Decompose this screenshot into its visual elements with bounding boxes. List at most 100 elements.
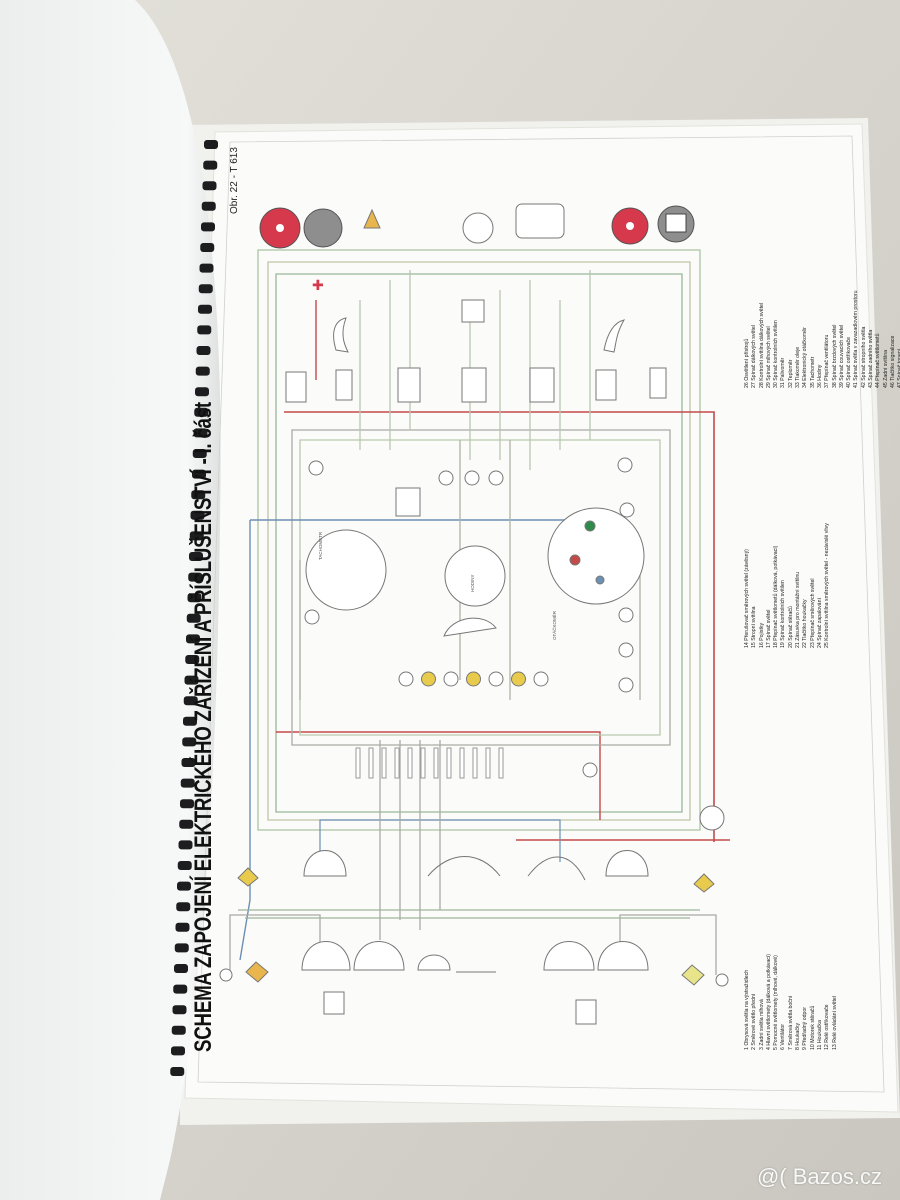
panel-switch xyxy=(488,671,504,687)
legend-item: 42 Spínač stropního světla xyxy=(860,326,867,388)
legend-item: 29 Spínač mlhových světel xyxy=(765,326,772,388)
label-tachometer: TACHOMETR xyxy=(318,531,323,560)
binding-ring xyxy=(198,284,213,294)
legend-item: 23 Přepínač směrových světel xyxy=(809,578,816,649)
gauges xyxy=(305,507,645,637)
legend-item: 3 Zadní světla mlhová xyxy=(758,999,765,1050)
clock-gauge xyxy=(444,545,506,607)
tachometer-gauge xyxy=(305,529,387,611)
wire-bundle-bottom xyxy=(379,740,441,940)
connector-pin xyxy=(433,747,439,779)
legend-item: 11 Houkačka xyxy=(816,1020,823,1050)
headlamp-3 xyxy=(543,941,595,971)
binding-ring xyxy=(186,613,201,623)
binding-ring xyxy=(186,634,200,644)
binding-ring xyxy=(192,469,206,479)
document-title: SCHEMA ZAPOJENÍ ELEKTRICKÉHO ZAŘÍZENÍ A … xyxy=(190,402,217,1053)
legend-item: 45 Zadní svítilna xyxy=(882,349,889,388)
horn-button-right xyxy=(715,973,729,987)
legend-item: 34 Elektronický otáčkoměr xyxy=(802,327,809,388)
binding-ring xyxy=(200,243,215,252)
binding-ring xyxy=(178,840,193,850)
switch-block xyxy=(395,487,421,517)
legend-item: 25 Kontrolní svítilna směrových světel -… xyxy=(824,523,831,648)
wire-harness xyxy=(229,249,730,975)
connector-pin xyxy=(459,747,465,779)
connector-pin xyxy=(394,747,400,779)
panel-switch xyxy=(466,671,481,687)
wiper-arc-1 xyxy=(427,856,501,877)
switch-row xyxy=(398,671,549,687)
small-gauge xyxy=(618,642,634,658)
wiper-arc-2 xyxy=(527,856,586,881)
legend-item: 10 Motorek stěračů xyxy=(809,1005,816,1050)
relay-2 xyxy=(335,369,353,401)
legend-item: 31 Palivoměr xyxy=(780,357,787,388)
legend-item: 30 Spínač kontrolních svítilen xyxy=(773,320,780,388)
relay-7 xyxy=(649,367,667,399)
horn-right-icon xyxy=(603,319,626,353)
binding-ring xyxy=(176,902,191,912)
relay-group xyxy=(285,299,667,517)
wire-loop-outer xyxy=(257,249,701,831)
relay-1 xyxy=(285,371,307,403)
legend-item: 6 Ventilátor xyxy=(780,1024,787,1050)
small-gauge xyxy=(582,762,598,778)
binding-ring xyxy=(189,552,203,561)
spiral-binding xyxy=(170,140,218,1076)
legend-item: 5 Pomocné světlomety (mlhové, dálkové) xyxy=(773,955,780,1050)
binding-ring xyxy=(199,263,214,273)
small-gauge xyxy=(617,457,633,473)
page-frame xyxy=(197,135,885,1093)
side-light-left xyxy=(237,867,259,887)
legend-item: 27 Spínač dálkových světel xyxy=(751,325,758,388)
wire-red-2 xyxy=(276,300,601,820)
legend-item: 8 Houkačky xyxy=(795,1022,802,1050)
relay-5 xyxy=(529,367,555,403)
wire-loop-inner xyxy=(291,429,671,746)
connector-pin xyxy=(446,747,452,779)
binding-ring xyxy=(180,778,195,788)
binding-ring xyxy=(197,325,212,335)
bottom-lamps xyxy=(219,805,729,1025)
red-warning-light xyxy=(569,554,581,566)
binding-ring xyxy=(204,140,218,149)
top-lamps xyxy=(259,203,695,249)
legend-item: 26 Osvětlení přístrojů xyxy=(744,338,750,388)
horn-button-left xyxy=(219,968,233,982)
wire-loop-3 xyxy=(275,273,683,813)
binding-ring xyxy=(187,593,202,603)
binding-ring xyxy=(183,716,197,726)
relay-4 xyxy=(461,367,487,403)
socket-icon xyxy=(665,213,687,233)
legend-item: 12 Relé ostřikovače xyxy=(824,1004,831,1050)
legend-item: 7 Směrová světla boční xyxy=(787,995,794,1050)
connector-pin xyxy=(485,747,491,779)
binding-ring xyxy=(174,943,189,953)
label-rev-counter: OTÁČKOMĚR xyxy=(552,610,557,640)
relay-circle xyxy=(699,805,725,831)
legend-item: 18 Přepínač světlometů (dálková, potkáva… xyxy=(773,545,780,648)
wire-lamp-feed xyxy=(229,914,717,975)
panel-switch xyxy=(511,671,526,687)
binding-ring xyxy=(198,304,212,314)
indicator-left xyxy=(245,961,269,983)
small-gauge xyxy=(618,607,634,623)
legend-item: 9 Předřadný odpor xyxy=(802,1007,809,1050)
binding-ring xyxy=(174,964,188,973)
legend-item: 35 Tachometr xyxy=(809,356,816,388)
legend-item: 46 Tlačítko signalizace xyxy=(889,335,896,388)
horn-bell-icon xyxy=(363,208,381,229)
relay-3 xyxy=(397,367,421,403)
panel-switch xyxy=(398,671,414,687)
lamp-red-left-center xyxy=(276,224,284,232)
panel-switch xyxy=(533,671,549,687)
binding-ring xyxy=(172,1005,187,1015)
binding-ring xyxy=(171,1025,186,1035)
binding-ring xyxy=(189,531,204,541)
legend-item: 19 Spínač kontrolních svítilen xyxy=(780,580,787,648)
small-gauge xyxy=(308,460,324,476)
starter-block xyxy=(461,299,485,323)
legend-item: 28 Kontrolní svítilna dálkových světel xyxy=(758,302,765,388)
